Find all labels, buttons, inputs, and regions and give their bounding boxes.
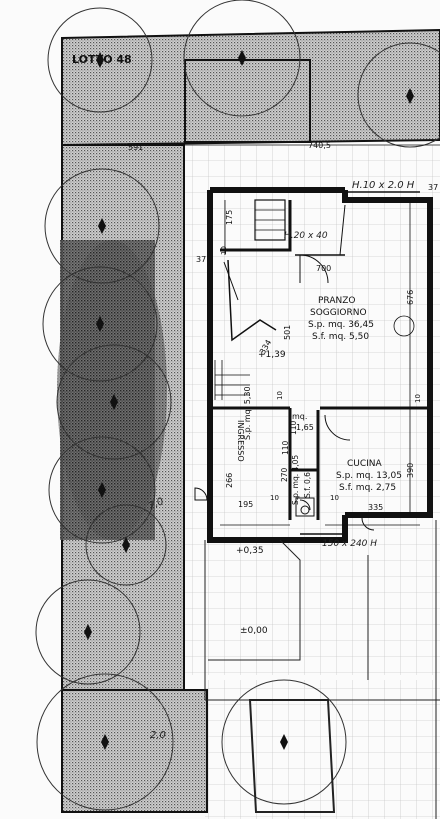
dim-top-right: 740,5 (308, 141, 331, 150)
dim-10-b: 10 (276, 391, 284, 400)
garden-area (57, 28, 440, 813)
kitchen-name: CUCINA (347, 459, 383, 469)
entrance-name: INGRESSO (236, 420, 245, 462)
closet-value: 1,65 (296, 423, 314, 432)
dim-right-upper: 676 (406, 290, 415, 305)
kitchen-sp: S.p. mq. 13,05 (336, 471, 402, 481)
dim-195: 195 (238, 500, 253, 509)
dim-10-c: 10 (414, 394, 422, 403)
dim-10-d: 10 (330, 494, 339, 502)
dim-top-left: 591 (128, 143, 143, 152)
dim-10-a: 10 (220, 246, 228, 255)
window-label-small: H.20 x 40 (284, 231, 328, 241)
dim-110-b: 110 (281, 440, 290, 455)
dim-37-b: 37 (428, 183, 438, 192)
dim-10-e: 10 (270, 494, 279, 502)
dim-175: 175 (225, 210, 234, 225)
dim-700: 700 (316, 264, 331, 273)
paving-grid-courtyard (185, 145, 440, 675)
dim-335: 335 (368, 503, 383, 512)
dim-501: 501 (283, 325, 292, 340)
tree-markers (84, 50, 414, 750)
plan-labels: LOTTO 48 591 740,5 H.10 x 2.0 H H.20 x 4… (72, 53, 438, 741)
fixtures (295, 315, 415, 517)
dim-right-mid: 390 (406, 463, 415, 478)
living-room-sf: S.f. mq. 5,50 (312, 332, 369, 342)
doors (194, 254, 375, 531)
living-room-name-1: PRANZO (318, 296, 355, 306)
closet-label: mq. (292, 412, 307, 421)
living-room-name-2: SOGGIORNO (310, 308, 367, 318)
window-label-bottom: 150 x 240 H (322, 539, 377, 549)
window-label-top: H.10 x 2.0 H (352, 180, 415, 191)
entrance-sp: S.p. mq. 5,30 (243, 386, 252, 440)
porch-area (204, 520, 440, 819)
kitchen-sf: S.f. mq. 2,75 (339, 483, 396, 493)
living-room-sp: S.p. mq. 36,45 (308, 320, 374, 330)
dim-110-a: 110 (289, 420, 298, 435)
dim-266: 266 (225, 473, 234, 488)
level-ground: ±0,00 (240, 626, 268, 636)
dimension-lines (62, 144, 440, 526)
paving-grid-front (205, 680, 440, 819)
level-upper: +1,39 (258, 350, 286, 360)
house-walls (207, 187, 433, 543)
level-porch: +0,35 (236, 546, 264, 556)
dim-37-a: 37 (196, 255, 206, 264)
lot-label: LOTTO 48 (72, 53, 132, 66)
wc-sf: S.f. 0,6 (303, 472, 312, 498)
windows (300, 191, 420, 541)
trees (35, 0, 440, 811)
handwritten-note-b: 2,0 (150, 730, 166, 741)
dim-270: 270 (280, 467, 289, 482)
staircase (214, 199, 286, 400)
wc-sp: S.p. mq. 4,05 (291, 455, 300, 505)
